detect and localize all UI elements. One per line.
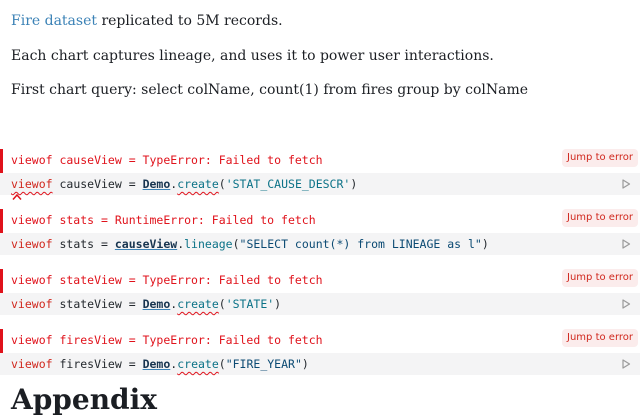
error-indicator-bar xyxy=(0,149,3,195)
error-indicator-bar xyxy=(0,269,3,315)
error-message: viewof firesView = TypeError: Failed to … xyxy=(11,333,323,347)
play-icon[interactable] xyxy=(621,239,631,249)
jump-to-error-button[interactable]: Jump to error xyxy=(562,269,638,287)
cell-source[interactable]: viewof causeView = Demo.create('STAT_CAU… xyxy=(0,173,640,195)
jump-to-error-button[interactable]: Jump to error xyxy=(562,209,638,227)
intro-line-3: First chart query: select colName, count… xyxy=(11,82,529,98)
caret-up-icon xyxy=(12,194,22,200)
intro-line-1-rest: replicated to 5M records. xyxy=(97,13,283,29)
play-icon[interactable] xyxy=(621,299,631,309)
keyword-viewof: viewof xyxy=(11,237,53,251)
appendix-heading: Appendix xyxy=(11,383,157,416)
jump-to-error-button[interactable]: Jump to error xyxy=(562,329,638,347)
intro-line-2: Each chart captures lineage, and uses it… xyxy=(11,48,494,64)
intro-line-1: Fire dataset replicated to 5M records. xyxy=(11,12,283,30)
error-message: viewof stateView = TypeError: Failed to … xyxy=(11,273,323,287)
play-icon[interactable] xyxy=(621,359,631,369)
keyword-viewof: viewof xyxy=(11,177,53,191)
error-indicator-bar xyxy=(0,209,3,255)
cell-source[interactable]: viewof stats = causeView.lineage("SELECT… xyxy=(0,233,640,255)
error-message: viewof stats = RuntimeError: Failed to f… xyxy=(11,213,316,227)
play-icon[interactable] xyxy=(621,179,631,189)
keyword-viewof: viewof xyxy=(11,357,53,371)
keyword-viewof: viewof xyxy=(11,297,53,311)
cell-source[interactable]: viewof firesView = Demo.create("FIRE_YEA… xyxy=(0,353,640,375)
jump-to-error-button[interactable]: Jump to error xyxy=(562,149,638,167)
error-indicator-bar xyxy=(0,329,3,375)
error-message: viewof causeView = TypeError: Failed to … xyxy=(11,153,323,167)
fire-dataset-link[interactable]: Fire dataset xyxy=(11,13,97,29)
cell-source[interactable]: viewof stateView = Demo.create('STATE') xyxy=(0,293,640,315)
